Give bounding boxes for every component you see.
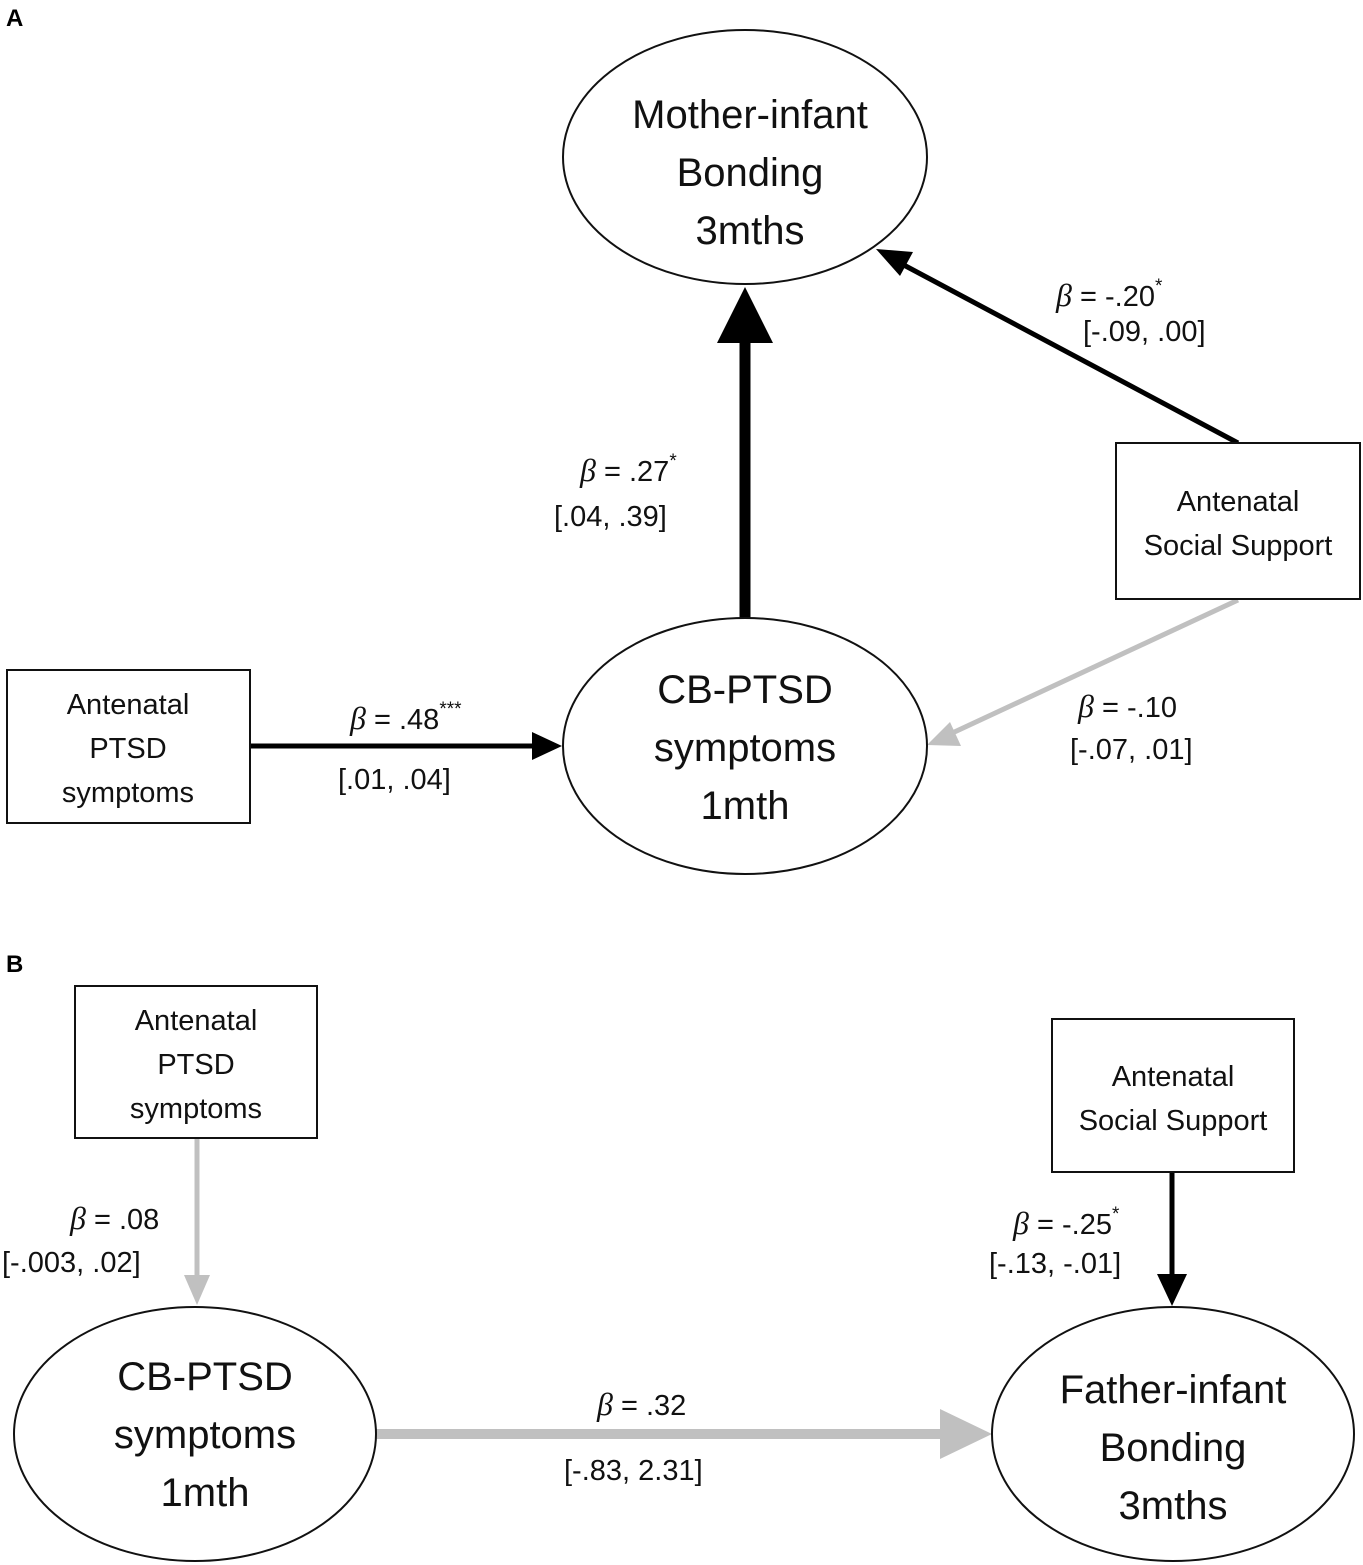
- coef-a-support-to-bonding: β = -.20* [-.09, .00]: [1055, 276, 1206, 348]
- coef-value: = .08: [86, 1204, 159, 1236]
- node-a-antenatal-social-support: Antenatal Social Support: [1115, 442, 1361, 600]
- node-label-line: Bonding: [677, 151, 824, 195]
- beta-symbol: β: [1077, 688, 1094, 724]
- node-label-line: Bonding: [1100, 1426, 1247, 1470]
- coef-ci: [.01, .04]: [338, 764, 451, 796]
- coef-ci: [.04, .39]: [554, 501, 667, 533]
- arrowhead-b-support-to-bonding: [1157, 1274, 1187, 1306]
- node-a-antenatal-ptsd: Antenatal PTSD symptoms: [6, 669, 251, 824]
- box-b-antenatal-ptsd: [74, 985, 318, 1139]
- node-label-line: Social Support: [1079, 1105, 1268, 1137]
- coef-a-ptsd-to-cbptsd: β = .48*** [.01, .04]: [338, 699, 462, 796]
- coef-value: = .48: [366, 704, 439, 736]
- ellipse-a-cbptsd: [562, 617, 928, 875]
- coef-b-ptsd-to-cbptsd: β = .08 [-.003, .02]: [2, 1200, 159, 1279]
- node-label-line: Social Support: [1144, 530, 1333, 562]
- node-label-line: symptoms: [654, 726, 836, 770]
- ellipse-mother-infant-bonding: [562, 29, 928, 285]
- coef-significance: *: [1112, 1204, 1120, 1225]
- node-label-line: 1mth: [701, 784, 790, 828]
- node-mother-infant-bonding: Mother-infant Bonding 3mths: [562, 29, 928, 285]
- panel-a-label: A: [6, 5, 23, 32]
- beta-symbol: β: [579, 452, 596, 488]
- beta-symbol: β: [1055, 277, 1072, 313]
- arrowhead-b-ptsd-to-cbptsd: [184, 1275, 210, 1305]
- node-b-antenatal-ptsd: Antenatal PTSD symptoms: [74, 985, 318, 1139]
- coef-b-support-to-bonding: β = -.25* [-.13, -.01]: [989, 1204, 1121, 1280]
- beta-symbol: β: [349, 700, 366, 736]
- node-label-line: Mother-infant: [632, 93, 868, 137]
- box-b-antenatal-social-support: [1051, 1018, 1295, 1173]
- svg-text:β = .08: β = .08: [69, 1200, 159, 1236]
- coef-b-cbptsd-to-bonding: β = .32 [-.83, 2.31]: [564, 1386, 703, 1487]
- svg-text:β = .32: β = .32: [596, 1386, 686, 1422]
- ellipse-father-infant-bonding: [991, 1306, 1355, 1562]
- arrowhead-a-ptsd-to-cbptsd: [532, 732, 562, 760]
- coef-significance: ***: [439, 699, 462, 720]
- node-label-line: Father-infant: [1060, 1368, 1287, 1412]
- node-label-line: CB-PTSD: [117, 1355, 293, 1399]
- panel-b-label: B: [6, 951, 23, 978]
- box-a-antenatal-social-support: [1115, 442, 1361, 600]
- coef-ci: [-.13, -.01]: [989, 1248, 1121, 1280]
- coef-ci: [-.83, 2.31]: [564, 1455, 703, 1487]
- node-label-line: symptoms: [130, 1093, 262, 1125]
- node-b-cbptsd: CB-PTSD symptoms 1mth: [13, 1306, 377, 1562]
- node-label-line: PTSD: [157, 1049, 234, 1081]
- coef-ci: [-.09, .00]: [1083, 316, 1206, 348]
- node-father-infant-bonding: Father-infant Bonding 3mths: [991, 1306, 1355, 1562]
- node-label-line: Antenatal: [67, 689, 190, 721]
- svg-text:β = -.25*: β = -.25*: [1012, 1204, 1120, 1241]
- node-label-line: 1mth: [161, 1471, 250, 1515]
- coef-value: = .27: [596, 456, 669, 488]
- svg-text:β = -.20*: β = -.20*: [1055, 276, 1163, 313]
- svg-text:β = .27*: β = .27*: [579, 451, 677, 488]
- node-b-antenatal-social-support: Antenatal Social Support: [1051, 1018, 1295, 1173]
- svg-text:β = .48***: β = .48***: [349, 699, 462, 736]
- arrowhead-b-cbptsd-to-bonding: [940, 1409, 992, 1459]
- node-a-cbptsd: CB-PTSD symptoms 1mth: [562, 617, 928, 875]
- coef-value: = -.20: [1072, 281, 1155, 313]
- node-label-line: Antenatal: [1112, 1061, 1235, 1093]
- arrow-a-support-to-cbptsd: [946, 597, 1240, 738]
- coef-a-cbptsd-to-bonding: β = .27* [.04, .39]: [554, 451, 677, 533]
- coef-ci: [-.003, .02]: [2, 1247, 141, 1279]
- coef-a-support-to-cbptsd: β = -.10 [-.07, .01]: [1070, 688, 1193, 766]
- node-label-line: 3mths: [696, 209, 805, 253]
- node-label-line: symptoms: [62, 777, 194, 809]
- arrow-a-support-to-bonding: [898, 260, 1240, 446]
- ellipse-b-cbptsd: [13, 1306, 377, 1562]
- svg-text:β = -.10: β = -.10: [1077, 688, 1177, 724]
- node-label-line: 3mths: [1119, 1484, 1228, 1528]
- arrowhead-a-support-to-bonding: [876, 249, 913, 276]
- beta-symbol: β: [1012, 1205, 1029, 1241]
- panel-a-arrows: [250, 249, 1240, 760]
- arrowhead-a-cbptsd-to-bonding: [717, 287, 773, 343]
- node-label-line: PTSD: [89, 733, 166, 765]
- box-a-antenatal-ptsd: [6, 669, 251, 824]
- node-label-line: Antenatal: [135, 1005, 258, 1037]
- beta-symbol: β: [69, 1200, 86, 1236]
- coef-value: = -.10: [1094, 692, 1177, 724]
- coef-value: = .32: [613, 1390, 686, 1422]
- node-label-line: CB-PTSD: [657, 668, 833, 712]
- node-label-line: Antenatal: [1177, 486, 1300, 518]
- coef-ci: [-.07, .01]: [1070, 734, 1193, 766]
- node-label-line: symptoms: [114, 1413, 296, 1457]
- panel-b-arrows: [184, 1138, 1187, 1459]
- coef-significance: *: [1155, 276, 1163, 297]
- beta-symbol: β: [596, 1386, 613, 1422]
- coef-value: = -.25: [1029, 1209, 1112, 1241]
- coef-significance: *: [669, 451, 677, 472]
- arrowhead-a-support-to-cbptsd: [927, 722, 961, 746]
